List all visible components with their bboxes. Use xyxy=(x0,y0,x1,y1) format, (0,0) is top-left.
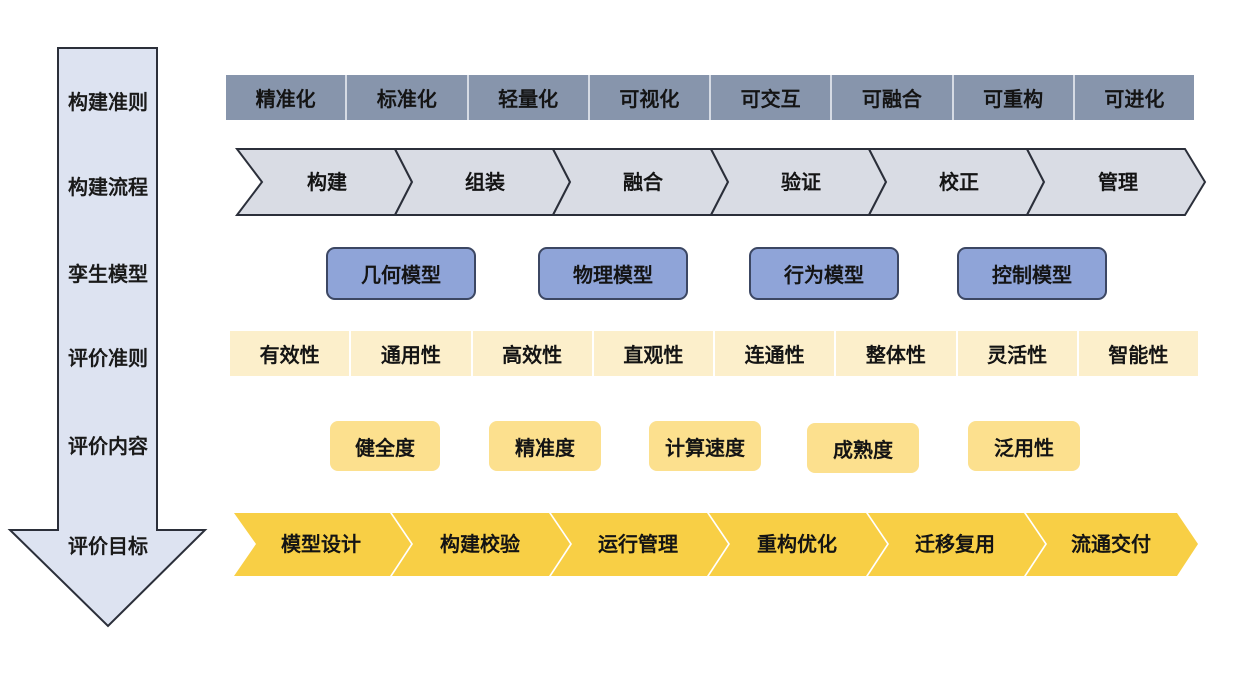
criteria-cell: 可重构 xyxy=(953,75,1075,120)
goal-label: 构建校验 xyxy=(440,532,520,556)
content-box-compute-speed: 计算速度 xyxy=(649,421,761,471)
eval-criteria-cell: 灵活性 xyxy=(957,331,1079,376)
goal-chevron xyxy=(1026,513,1198,576)
process-label: 融合 xyxy=(623,170,664,194)
eval-criteria-cell: 整体性 xyxy=(836,331,958,376)
content-box-precision: 精准度 xyxy=(489,421,601,471)
stage-label-evaluation-content: 评价内容 xyxy=(68,434,148,458)
process-label: 构建 xyxy=(307,170,347,194)
goal-step: 重构优化 xyxy=(709,513,887,576)
goal-label: 流通交付 xyxy=(1071,532,1151,556)
content-box-completeness: 健全度 xyxy=(330,421,440,471)
content-box-generality: 泛用性 xyxy=(968,421,1080,471)
eval-criteria-cell: 有效性 xyxy=(230,331,352,376)
goal-step: 构建校验 xyxy=(392,513,570,576)
process-label: 组装 xyxy=(465,170,505,194)
evaluation-criteria-row: 有效性 通用性 高效性 直观性 连通性 整体性 灵活性 智能性 xyxy=(230,331,1198,376)
model-box-geometry: 几何模型 xyxy=(326,247,476,300)
stage-label-construction-process: 构建流程 xyxy=(68,175,148,199)
model-box-control: 控制模型 xyxy=(957,247,1107,300)
criteria-cell: 轻量化 xyxy=(468,75,590,120)
process-label: 验证 xyxy=(781,170,821,194)
goal-step: 模型设计 xyxy=(234,513,411,576)
goal-step: 流通交付 xyxy=(1026,513,1198,576)
criteria-cell: 标准化 xyxy=(347,75,469,120)
stage-label-evaluation-goals: 评价目标 xyxy=(68,534,148,558)
goal-label: 模型设计 xyxy=(281,532,361,556)
goal-chevron xyxy=(392,513,570,576)
goal-chevron xyxy=(709,513,887,576)
eval-criteria-cell: 智能性 xyxy=(1078,331,1198,376)
process-label: 管理 xyxy=(1098,170,1138,194)
eval-criteria-cell: 连通性 xyxy=(715,331,837,376)
eval-criteria-cell: 高效性 xyxy=(472,331,594,376)
criteria-cell: 可进化 xyxy=(1074,75,1194,120)
goal-label: 重构优化 xyxy=(757,532,837,556)
goal-chevron xyxy=(868,513,1045,576)
eval-criteria-cell: 直观性 xyxy=(593,331,715,376)
construction-criteria-row: 精准化 标准化 轻量化 可视化 可交互 可融合 可重构 可进化 xyxy=(226,75,1194,120)
process-label: 校正 xyxy=(939,170,979,194)
model-box-physics: 物理模型 xyxy=(538,247,688,300)
criteria-cell: 可融合 xyxy=(832,75,954,120)
goal-label: 运行管理 xyxy=(598,532,678,556)
stage-label-construction-criteria: 构建准则 xyxy=(68,90,148,114)
stage-label-evaluation-criteria: 评价准则 xyxy=(68,346,148,370)
goal-chevron xyxy=(551,513,728,576)
stage-label-twin-models: 孪生模型 xyxy=(68,262,148,286)
eval-criteria-cell: 通用性 xyxy=(351,331,473,376)
criteria-cell: 可视化 xyxy=(589,75,711,120)
criteria-cell: 精准化 xyxy=(226,75,348,120)
process-step: 管理 xyxy=(1025,148,1207,216)
goal-label: 迁移复用 xyxy=(915,532,995,556)
goal-step: 迁移复用 xyxy=(868,513,1045,576)
goal-chevron xyxy=(234,513,411,576)
content-box-maturity: 成熟度 xyxy=(807,423,919,473)
goal-step: 运行管理 xyxy=(551,513,728,576)
criteria-cell: 可交互 xyxy=(711,75,833,120)
model-box-behavior: 行为模型 xyxy=(749,247,899,300)
downward-flow-arrow xyxy=(7,47,208,628)
process-chevron xyxy=(1025,148,1207,216)
